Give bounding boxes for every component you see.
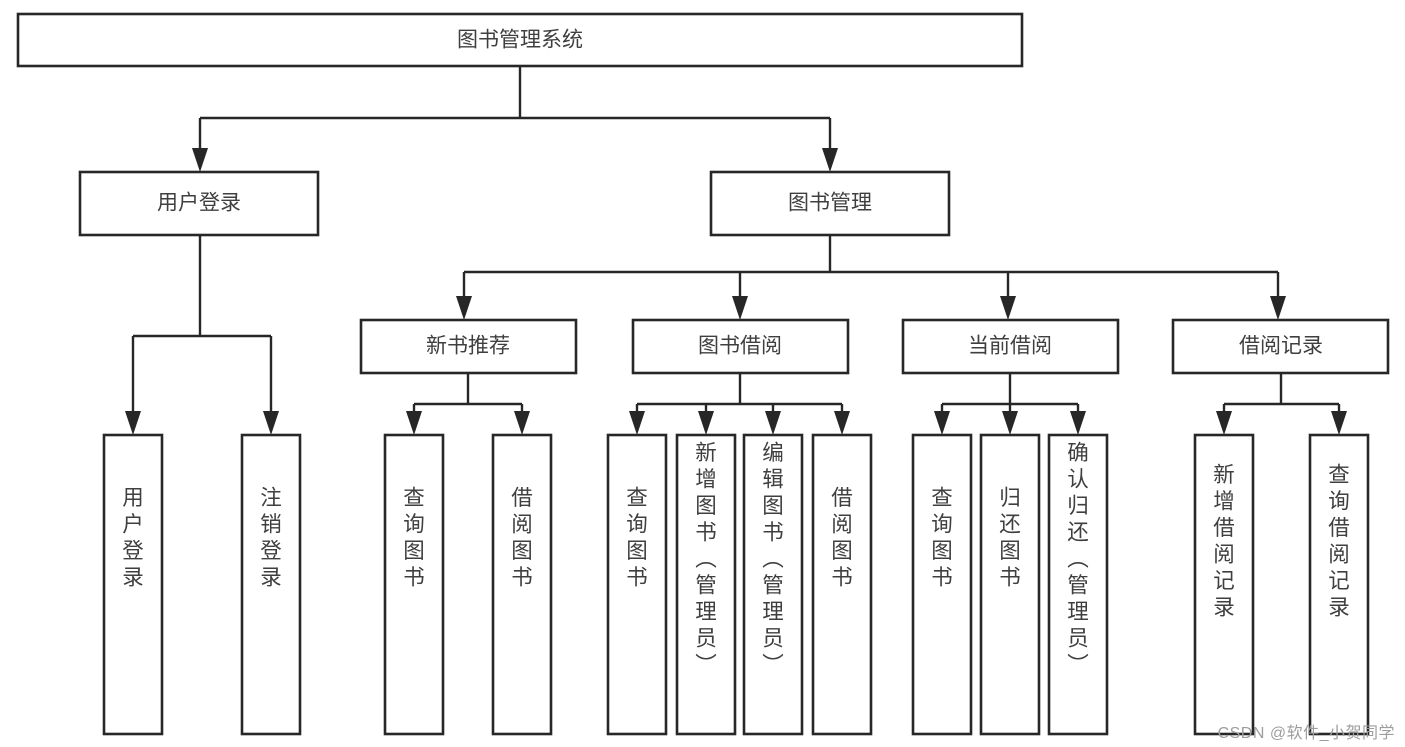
node-leaf-user-login-label: 用户登录 [122, 486, 144, 590]
arrow-head-book-admin [822, 148, 838, 172]
node-leaf-add-book[interactable]: 新增图书︵管理员︶ [675, 433, 737, 736]
node-leaf-query-book-1[interactable]: 查询图书 [383, 433, 445, 736]
node-root-box[interactable] [16, 12, 1024, 68]
node-leaf-query-book-2-label: 查询图书 [626, 486, 648, 590]
node-book-admin-box[interactable] [709, 170, 951, 237]
node-new-book-rec[interactable]: 新书推荐 [359, 318, 578, 375]
node-book-borrow-label: 图书借阅 [698, 335, 782, 358]
arrow-head-leaf-query-book-1 [406, 411, 422, 435]
node-user-login-box[interactable] [78, 170, 320, 237]
node-current-borrow-box[interactable] [901, 318, 1120, 375]
node-borrow-record-label: 借阅记录 [1239, 335, 1323, 358]
node-leaf-user-login-box[interactable] [102, 433, 164, 736]
arrow-head-leaf-query-book-3 [934, 411, 950, 435]
node-leaf-confirm-return-box[interactable] [1047, 433, 1109, 736]
node-leaf-query-book-3-label: 查询图书 [931, 486, 953, 590]
arrow-head-user-login [192, 148, 208, 172]
arrow-head-leaf-add-book [698, 411, 714, 435]
arrow-head-current-borrow [1000, 296, 1016, 320]
node-user-login-label: 用户登录 [157, 192, 241, 215]
node-leaf-return-book-box[interactable] [979, 433, 1041, 736]
arrow-head-leaf-return-book [1002, 411, 1018, 435]
node-book-admin[interactable]: 图书管理 [709, 170, 951, 237]
node-book-borrow[interactable]: 图书借阅 [631, 318, 850, 375]
node-leaf-logout-label: 注销登录 [260, 486, 282, 590]
arrow-head-borrow-record [1270, 296, 1286, 320]
node-leaf-add-book-label: 新增图书︵管理员︶ [695, 441, 717, 677]
node-leaf-query-book-3[interactable]: 查询图书 [911, 433, 973, 736]
node-leaf-borrow-book-1-box[interactable] [491, 433, 553, 736]
arrow-head-book-borrow [732, 296, 748, 320]
node-new-book-rec-box[interactable] [359, 318, 578, 375]
arrow-head-leaf-query-book-2 [629, 411, 645, 435]
node-leaf-query-book-1-label: 查询图书 [403, 486, 425, 590]
node-leaf-query-record-box[interactable] [1308, 433, 1370, 736]
node-leaf-add-book-box[interactable] [675, 433, 737, 736]
node-leaf-borrow-book-1-label: 借阅图书 [511, 486, 533, 590]
node-leaf-borrow-book-2-box[interactable] [811, 433, 873, 736]
arrow-head-leaf-user-login [125, 411, 141, 435]
node-leaf-return-book-label: 归还图书 [999, 486, 1021, 590]
node-leaf-confirm-return-label: 确认归还︵管理员︶ [1067, 441, 1089, 677]
node-leaf-edit-book[interactable]: 编辑图书︵管理员︶ [742, 433, 804, 736]
node-leaf-user-login[interactable]: 用户登录 [102, 433, 164, 736]
node-leaf-query-book-2[interactable]: 查询图书 [606, 433, 668, 736]
node-leaf-borrow-book-1[interactable]: 借阅图书 [491, 433, 553, 736]
node-leaf-logout[interactable]: 注销登录 [240, 433, 302, 736]
node-current-borrow[interactable]: 当前借阅 [901, 318, 1120, 375]
node-leaf-borrow-book-2-label: 借阅图书 [831, 486, 853, 590]
node-book-admin-label: 图书管理 [788, 192, 872, 215]
node-current-borrow-label: 当前借阅 [968, 335, 1052, 358]
node-borrow-record-box[interactable] [1171, 318, 1390, 375]
node-root-label: 图书管理系统 [457, 29, 583, 52]
connector-layer [125, 66, 1347, 435]
node-leaf-query-record-label: 查询借阅记录 [1328, 463, 1350, 620]
node-leaf-add-record-label: 新增借阅记录 [1213, 463, 1235, 620]
arrow-head-new-book-rec [456, 296, 472, 320]
node-leaf-return-book[interactable]: 归还图书 [979, 433, 1041, 736]
arrow-head-leaf-logout [263, 411, 279, 435]
arrow-head-leaf-query-record [1331, 411, 1347, 435]
arrow-head-leaf-borrow-book-1 [514, 411, 530, 435]
node-leaf-add-record[interactable]: 新增借阅记录 [1193, 433, 1255, 736]
node-leaf-query-book-2-box[interactable] [606, 433, 668, 736]
node-leaf-borrow-book-2[interactable]: 借阅图书 [811, 433, 873, 736]
node-leaf-edit-book-box[interactable] [742, 433, 804, 736]
node-root[interactable]: 图书管理系统 [16, 12, 1024, 68]
arrow-head-leaf-confirm-return [1070, 411, 1086, 435]
node-leaf-add-record-box[interactable] [1193, 433, 1255, 736]
node-leaf-confirm-return[interactable]: 确认归还︵管理员︶ [1047, 433, 1109, 736]
node-book-borrow-box[interactable] [631, 318, 850, 375]
node-leaf-logout-box[interactable] [240, 433, 302, 736]
node-user-login[interactable]: 用户登录 [78, 170, 320, 237]
node-leaf-edit-book-label: 编辑图书︵管理员︶ [762, 441, 784, 677]
node-borrow-record[interactable]: 借阅记录 [1171, 318, 1390, 375]
node-leaf-query-book-3-box[interactable] [911, 433, 973, 736]
arrow-head-leaf-add-record [1216, 411, 1232, 435]
arrow-head-leaf-borrow-book-2 [834, 411, 850, 435]
node-leaf-query-record[interactable]: 查询借阅记录 [1308, 433, 1370, 736]
node-new-book-rec-label: 新书推荐 [426, 335, 510, 358]
arrow-head-leaf-edit-book [765, 411, 781, 435]
node-leaf-query-book-1-box[interactable] [383, 433, 445, 736]
